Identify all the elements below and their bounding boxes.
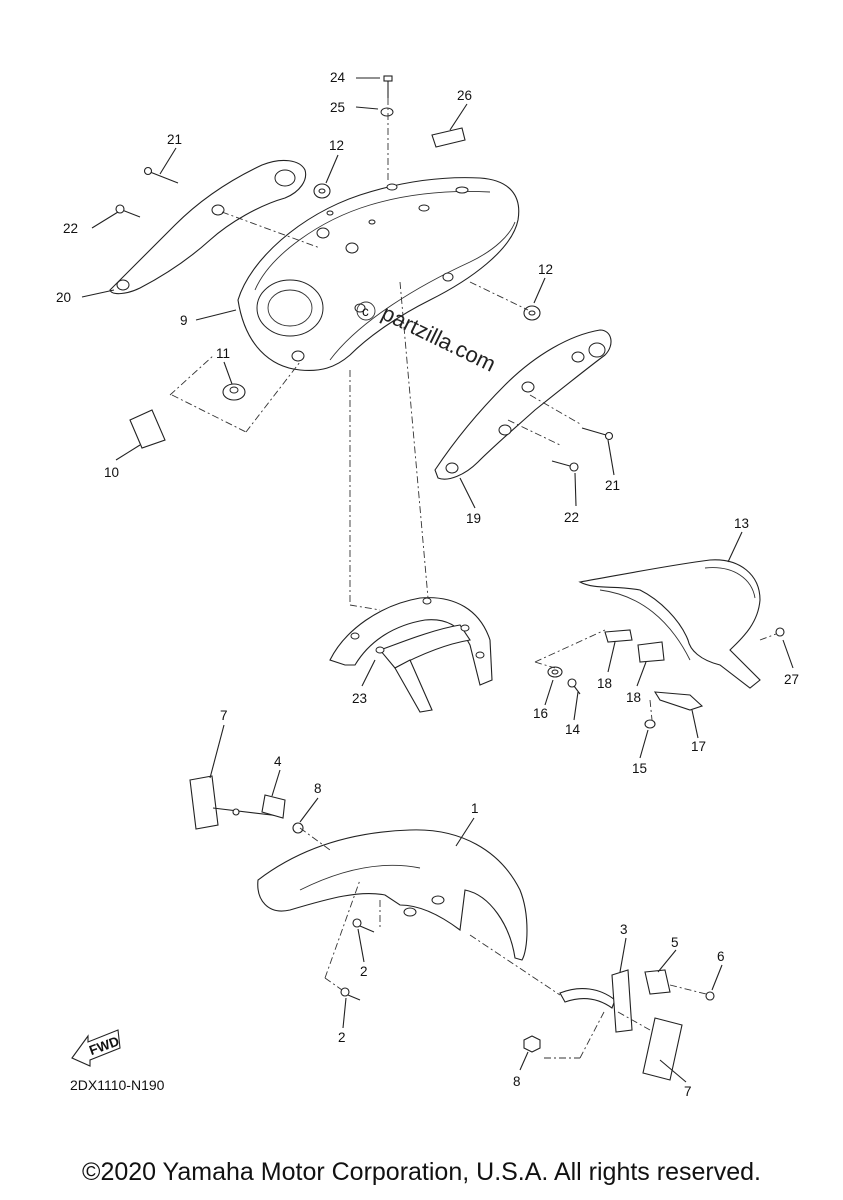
screw-top <box>232 808 240 816</box>
reflector-7-top <box>189 775 219 830</box>
callout-22b: 22 <box>564 510 579 525</box>
callout-7b: 7 <box>684 1084 692 1099</box>
callout-25: 25 <box>330 100 345 115</box>
bracket-5 <box>644 969 671 995</box>
callout-21b: 21 <box>605 478 620 493</box>
bolt-27 <box>775 627 785 637</box>
callout-9: 9 <box>180 313 188 328</box>
callout-17: 17 <box>691 739 706 754</box>
bolt-2-lower <box>340 987 361 1001</box>
assembly-lines <box>169 98 777 1059</box>
callout-15: 15 <box>632 761 647 776</box>
clip-18a <box>604 629 633 643</box>
bolt-22-right <box>551 460 579 472</box>
bolt-24 <box>383 75 393 98</box>
copyright-circle-icon <box>356 301 376 321</box>
callout-22: 22 <box>63 221 78 236</box>
callout-1: 1 <box>471 801 479 816</box>
diagram-code: 2DX1110-N190 <box>70 1077 165 1093</box>
nut-8-top <box>292 822 304 834</box>
washer-16 <box>547 666 563 678</box>
callout-8: 8 <box>314 781 322 796</box>
callout-18: 18 <box>597 676 612 691</box>
bracket-3 <box>611 969 633 1033</box>
callout-12: 12 <box>329 138 344 153</box>
fwd-arrow-icon: FWD <box>71 1029 121 1067</box>
front-fender <box>257 829 528 961</box>
callout-6: 6 <box>717 949 725 964</box>
callout-14: 14 <box>565 722 581 737</box>
washer-25 <box>380 107 394 117</box>
bolt-21-right <box>581 427 614 441</box>
callout-2: 2 <box>360 964 368 979</box>
callout-5: 5 <box>671 935 679 950</box>
bracket-4 <box>261 794 286 819</box>
bolt-6 <box>705 991 715 1001</box>
callout-23: 23 <box>352 691 367 706</box>
stay-3 <box>559 987 616 1009</box>
callout-19: 19 <box>466 511 481 526</box>
inner-fender-13 <box>578 559 761 689</box>
callout-7: 7 <box>220 708 228 723</box>
grommet-11 <box>222 383 246 401</box>
side-rail-right <box>434 329 612 480</box>
callout-21: 21 <box>167 132 182 147</box>
side-rail-left <box>109 159 307 295</box>
bolt-21-left <box>143 166 179 184</box>
watermark-c: c <box>362 304 369 319</box>
callout-2b: 2 <box>338 1030 346 1045</box>
callout-12b: 12 <box>538 262 553 277</box>
watermark-text: partzilla.com <box>378 300 500 377</box>
callout-13: 13 <box>734 516 749 531</box>
callout-26: 26 <box>457 88 472 103</box>
pad-10 <box>129 409 166 449</box>
nut-8-bottom <box>523 1035 541 1053</box>
callout-16: 16 <box>533 706 548 721</box>
callout-10: 10 <box>104 465 119 480</box>
rear-fender <box>237 177 520 372</box>
bolt-2-upper <box>352 918 375 933</box>
reflector-7-bottom <box>642 1017 683 1081</box>
damper-12-top <box>313 183 331 199</box>
bolt-22-left <box>115 204 141 218</box>
stay-17 <box>653 691 704 711</box>
callout-11: 11 <box>216 346 230 361</box>
callout-20: 20 <box>56 290 71 305</box>
callout-8b: 8 <box>513 1074 521 1089</box>
label-26 <box>431 127 466 148</box>
nut-15 <box>644 719 656 729</box>
clip-18b <box>637 641 665 663</box>
leader-lines <box>81 77 794 1083</box>
callout-27: 27 <box>784 672 799 687</box>
callout-3: 3 <box>620 922 628 937</box>
callout-18b: 18 <box>626 690 641 705</box>
bolt-14 <box>567 678 581 695</box>
callout-4: 4 <box>274 754 282 769</box>
fender-bracket-23 <box>329 597 493 713</box>
reflector-bolt-top <box>212 807 281 817</box>
copyright-footer: ©2020 Yamaha Motor Corporation, U.S.A. A… <box>82 1158 761 1186</box>
callouts: 24 25 26 21 12 22 20 9 12 11 10 19 21 22… <box>56 70 799 1099</box>
damper-12-right <box>523 305 541 321</box>
callout-24: 24 <box>330 70 346 85</box>
